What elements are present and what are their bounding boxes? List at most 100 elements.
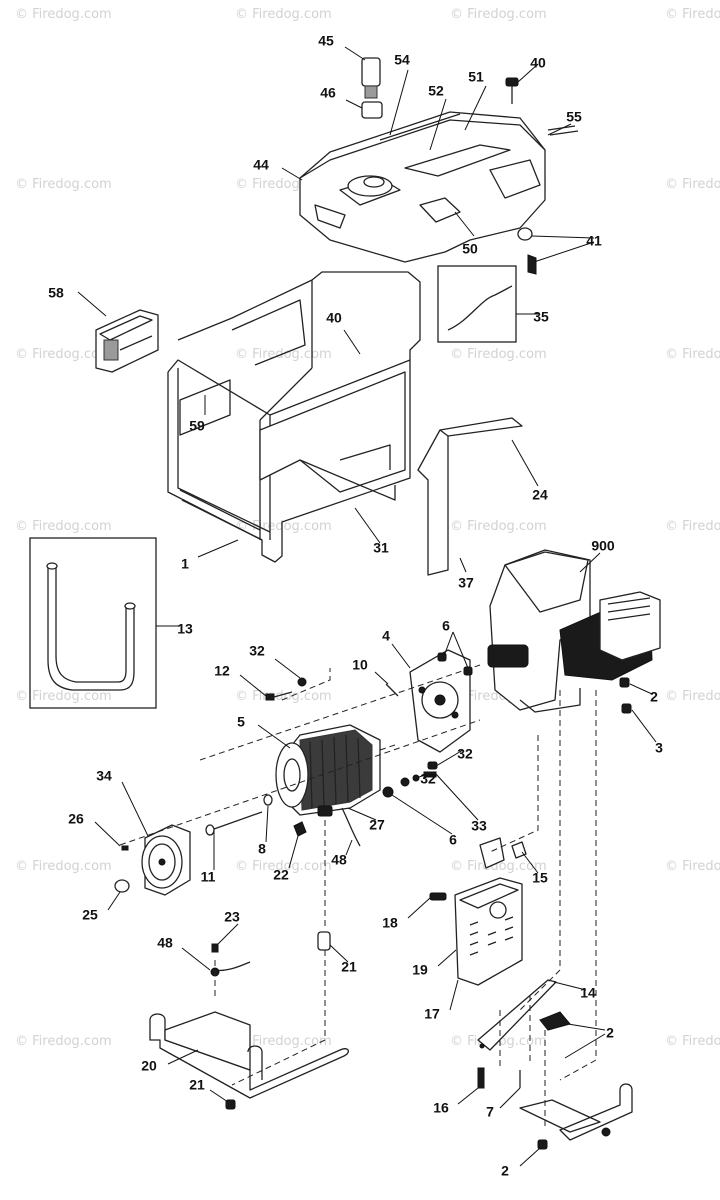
bolt-18 <box>429 892 447 901</box>
callout-c32c: 32 <box>420 771 436 787</box>
washer-32-top <box>297 677 307 687</box>
callout-c2c: 2 <box>501 1163 509 1179</box>
mount-21 <box>317 931 331 951</box>
base-frame-right <box>519 1083 633 1141</box>
callout-c900: 900 <box>591 538 615 554</box>
callout-c41: 41 <box>586 233 602 249</box>
callout-c59: 59 <box>189 418 205 434</box>
wire-48-top <box>341 807 361 847</box>
callout-c40b: 40 <box>326 310 342 326</box>
nut-2-engine <box>619 677 630 688</box>
callout-c26: 26 <box>68 811 84 827</box>
callout-c24: 24 <box>532 487 548 503</box>
callout-c32b: 32 <box>457 746 473 762</box>
muffler-bracket <box>417 417 523 576</box>
callout-c45: 45 <box>318 33 334 49</box>
assembly-lines <box>119 664 597 1130</box>
callout-c40a: 40 <box>530 55 546 71</box>
callout-c33: 33 <box>471 818 487 834</box>
callout-c2b: 2 <box>606 1025 614 1041</box>
callout-c10: 10 <box>352 657 368 673</box>
rear-bearing-carrier <box>141 824 191 896</box>
watermark-text: © Firedog.com <box>15 347 112 362</box>
callout-c52: 52 <box>428 83 444 99</box>
watermark-text: © Firedog.com <box>450 859 547 874</box>
callout-c25: 25 <box>82 907 98 923</box>
muffler <box>454 837 523 986</box>
callout-c44: 44 <box>253 157 269 173</box>
callout-c5: 5 <box>237 714 245 730</box>
gasket-15 <box>511 841 527 859</box>
callout-c48a: 48 <box>331 852 347 868</box>
bolt-16 <box>477 1067 485 1089</box>
fuel-valve <box>517 227 537 275</box>
fuel-cap <box>361 57 383 119</box>
callout-c2a: 2 <box>650 689 658 705</box>
handle-kit-box <box>29 537 157 709</box>
screw-40-top <box>505 77 519 104</box>
washer-8 <box>263 794 273 806</box>
callout-c11: 11 <box>201 869 216 885</box>
callout-c17: 17 <box>424 1006 440 1022</box>
base-frame-left <box>149 1011 349 1099</box>
control-panel <box>95 309 159 373</box>
watermark-text: © Firedog.com <box>665 689 720 704</box>
callout-c6b: 6 <box>449 832 457 848</box>
callout-c27: 27 <box>369 817 385 833</box>
watermark-text: © Firedog.com <box>15 1034 112 1049</box>
screw-23 <box>211 943 219 953</box>
watermark-text: © Firedog.com <box>450 7 547 22</box>
fuel-tank <box>299 111 546 263</box>
through-bolt-11 <box>205 811 263 836</box>
callout-c54: 54 <box>394 52 410 68</box>
callout-c15: 15 <box>532 870 548 886</box>
alternator-stator <box>275 724 381 817</box>
watermark-text: © Firedog.com <box>15 519 112 534</box>
callout-c18: 18 <box>382 915 398 931</box>
callout-c16: 16 <box>433 1100 449 1116</box>
screw-10 <box>385 683 399 697</box>
engine-adapter <box>409 649 471 753</box>
callout-c19: 19 <box>412 962 428 978</box>
watermark-text: © Firedog.com <box>15 689 112 704</box>
watermark-text: © Firedog.com <box>665 7 720 22</box>
callout-c21a: 21 <box>341 959 357 975</box>
nut-3 <box>621 703 632 714</box>
watermark-text: © Firedog.com <box>15 859 112 874</box>
callout-c6a: 6 <box>442 618 450 634</box>
callout-c1: 1 <box>181 556 189 572</box>
callout-c23: 23 <box>224 909 240 925</box>
watermark-text: © Firedog.com <box>235 7 332 22</box>
callout-c58: 58 <box>48 285 64 301</box>
callout-c55: 55 <box>566 109 582 125</box>
watermark-text: © Firedog.com <box>450 347 547 362</box>
screw-26 <box>121 845 129 851</box>
watermark-text: © Firedog.com <box>665 1034 720 1049</box>
callout-c8: 8 <box>258 841 266 857</box>
fasteners-32-33 <box>382 761 438 798</box>
fuel-hose-box <box>437 265 517 343</box>
callout-c20: 20 <box>141 1058 157 1074</box>
callout-c7: 7 <box>486 1104 494 1120</box>
watermark-text: © Firedog.com <box>235 689 332 704</box>
watermark-text: © Firedog.com <box>450 519 547 534</box>
nut-21-bottom <box>225 1099 236 1110</box>
watermark-text: © Firedog.com <box>235 859 332 874</box>
callout-c31: 31 <box>373 540 389 556</box>
callout-c13: 13 <box>177 621 193 637</box>
callout-c3: 3 <box>655 740 663 756</box>
callout-c12: 12 <box>214 663 230 679</box>
cap-25 <box>114 879 130 893</box>
frame <box>167 271 421 563</box>
callout-c46: 46 <box>320 85 336 101</box>
watermark-text: © Firedog.com <box>235 1034 332 1049</box>
watermark-text: © Firedog.com <box>665 519 720 534</box>
screw-12 <box>265 691 293 701</box>
callout-c32a: 32 <box>249 643 265 659</box>
callout-c51: 51 <box>468 69 484 85</box>
watermark-text: © Firedog.com <box>665 859 720 874</box>
diode-22 <box>293 821 307 837</box>
callout-c21b: 21 <box>189 1077 205 1093</box>
